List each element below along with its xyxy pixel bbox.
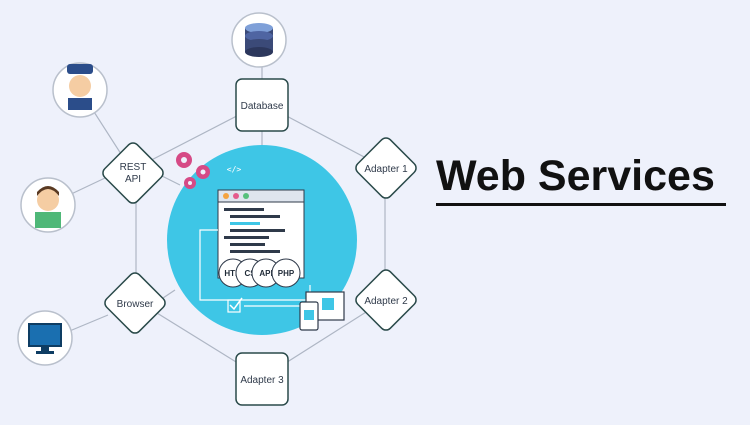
svg-text:PHP: PHP: [278, 269, 295, 278]
svg-text:API: API: [125, 174, 141, 185]
node-adapter-1: Adapter 1: [355, 137, 417, 199]
node-database: Database: [235, 78, 289, 132]
svg-text:REST: REST: [120, 162, 147, 173]
monitor-icon: [17, 310, 73, 366]
svg-text:Browser: Browser: [117, 299, 154, 310]
gears-icon: [176, 152, 210, 189]
badge-php: PHP: [271, 258, 301, 288]
code-tag: </>: [227, 165, 242, 174]
database-icon: [231, 12, 287, 68]
badge-api: API: [251, 258, 281, 288]
node-adapter-2: Adapter 2: [355, 269, 417, 331]
tech-badges: HTM CS API PHP: [218, 258, 301, 288]
svg-text:CS: CS: [244, 269, 256, 278]
node-rest-api: REST API: [102, 142, 164, 204]
page-title: Web Services: [436, 152, 715, 200]
svg-text:Adapter 1: Adapter 1: [364, 164, 408, 175]
node-adapter-3: Adapter 3: [235, 352, 289, 406]
title-underline: [436, 203, 726, 206]
user-icon: [20, 177, 76, 233]
svg-text:Adapter 3: Adapter 3: [240, 375, 284, 386]
check-icon: [227, 297, 300, 313]
svg-text:API: API: [259, 269, 272, 278]
svg-text:Adapter 2: Adapter 2: [364, 296, 408, 307]
node-browser: Browser: [104, 272, 166, 334]
svg-text:Database: Database: [241, 101, 284, 112]
police-user-icon: [52, 62, 108, 118]
svg-text:HTM: HTM: [224, 269, 242, 278]
devices-icon: [299, 291, 345, 331]
title-block: Web Services: [436, 150, 728, 206]
